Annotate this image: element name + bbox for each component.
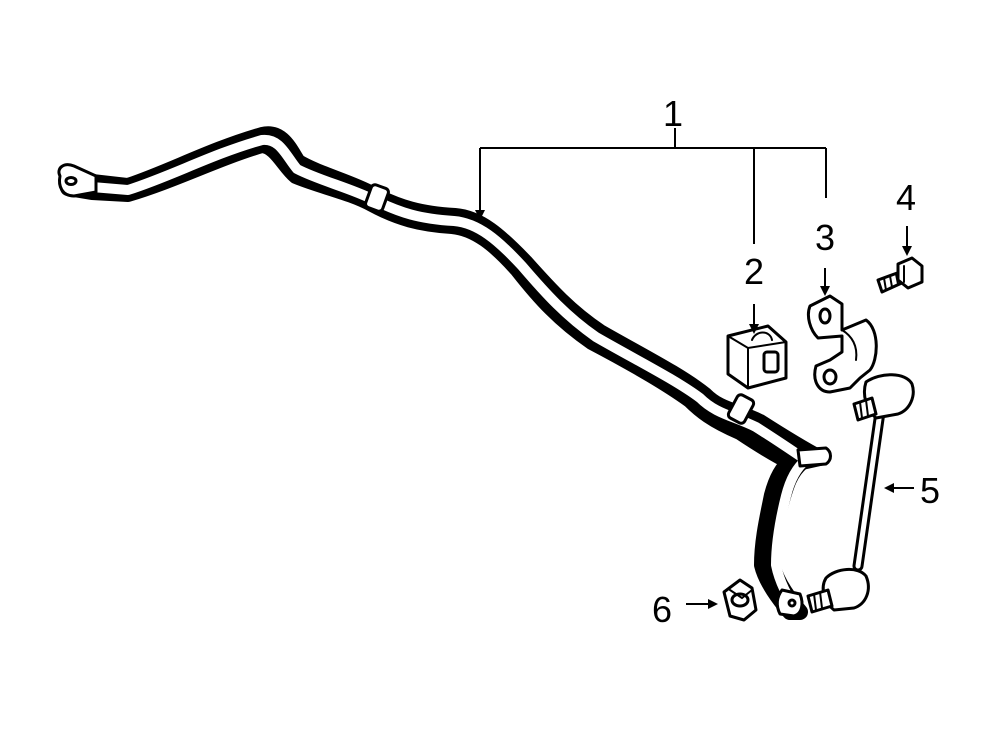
eyelet-hole [64, 176, 78, 186]
callout-6: 6 [652, 589, 672, 630]
stabilizer-bar-outline [60, 126, 828, 620]
nut [722, 578, 758, 622]
callout-1: 1 [663, 93, 683, 134]
bracket-hole-top [818, 307, 832, 325]
bracket-hole-bottom [822, 368, 838, 386]
callout-4: 4 [896, 177, 916, 218]
bar-end-eyelet [57, 163, 98, 198]
stabilizer-bar [57, 126, 832, 620]
callout-2: 2 [744, 251, 764, 292]
bolt [876, 256, 924, 294]
bar-bent-end [796, 446, 832, 468]
bar-end-tab-hole [787, 598, 797, 608]
stabilizer-link [806, 373, 915, 614]
callout-3: 3 [815, 217, 835, 258]
bar-collar-left [364, 183, 390, 213]
bar-collar-right [726, 393, 756, 425]
leader-1 [475, 128, 827, 244]
bushing [726, 324, 788, 390]
callout-5: 5 [920, 470, 940, 511]
bracket [806, 294, 878, 394]
stabilizer-bar-body [63, 134, 811, 615]
